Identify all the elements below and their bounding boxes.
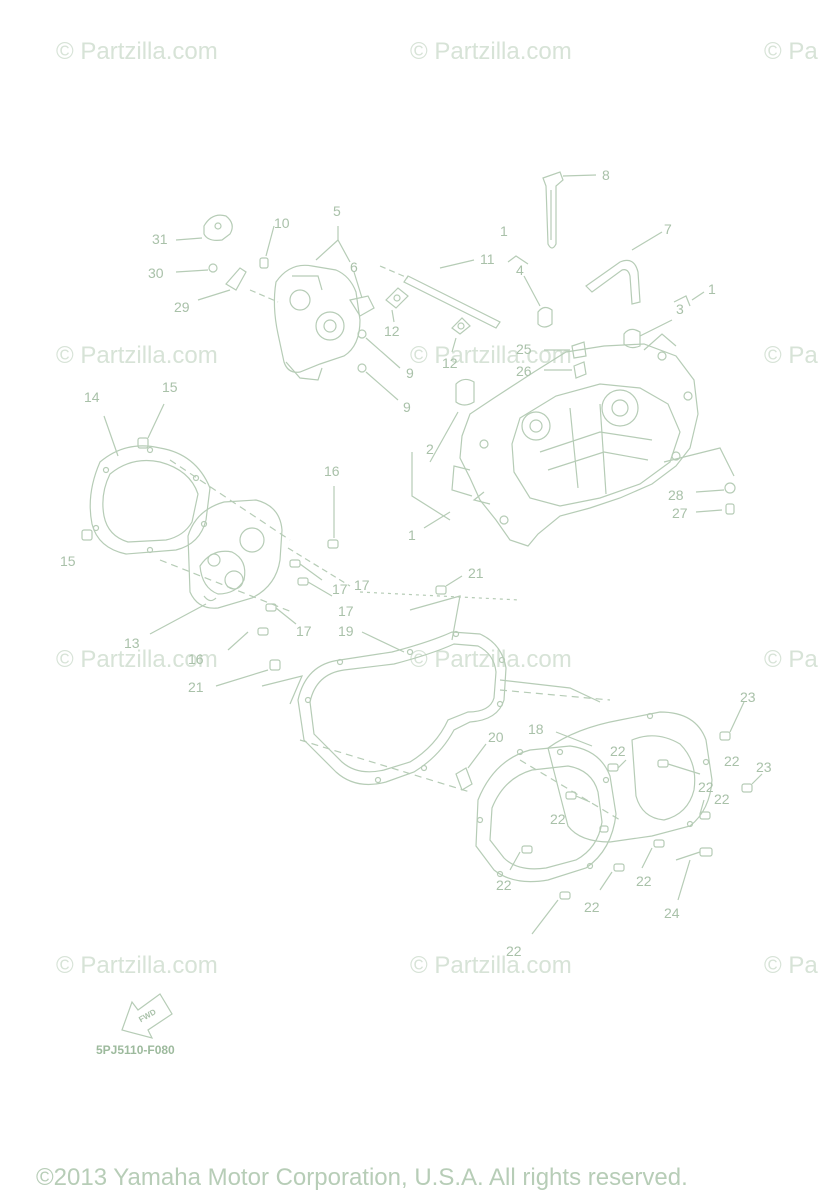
callout: 22 (714, 791, 730, 807)
bracket-1 (411, 452, 451, 521)
callout: 22 (698, 779, 714, 795)
part-dowel-15 (81, 403, 165, 541)
callout: 26 (516, 363, 532, 379)
bracket-21 (409, 595, 461, 641)
callout: 22 (506, 943, 522, 959)
callout: 16 (324, 463, 340, 479)
callout: 30 (148, 265, 164, 281)
watermark: © Partzilla.com (56, 38, 218, 65)
part-bolt-10 (259, 225, 275, 269)
callout: 19 (338, 623, 354, 639)
part-gasket-14 (89, 415, 211, 555)
watermark: © Partzilla.com (56, 342, 218, 369)
callout: 13 (124, 635, 140, 651)
part-dowel-4 (507, 255, 553, 328)
callout: 4 (516, 262, 524, 278)
part-bolts-22-24 (509, 701, 763, 935)
callout: 17 (332, 581, 348, 597)
callout: 15 (162, 379, 178, 395)
part-hose-7 (585, 231, 663, 305)
fwd-arrow-icon (121, 993, 173, 1039)
callout: 7 (664, 221, 672, 237)
callout: 12 (442, 355, 458, 371)
part-oil-pump (273, 226, 375, 381)
callout: 23 (740, 689, 756, 705)
part-cover-13 (149, 499, 283, 635)
copyright-notice: ©2013 Yamaha Motor Corporation, U.S.A. A… (36, 1164, 688, 1191)
part-crankcase (451, 333, 699, 547)
part-9 (357, 329, 401, 401)
callout: 24 (664, 905, 680, 921)
watermark: © Partzilla.com (410, 38, 572, 65)
part-dowel-21 (215, 575, 521, 687)
part-gasket-19 (297, 630, 507, 785)
callout: 27 (672, 505, 688, 521)
callout: 9 (403, 399, 411, 415)
callout: 14 (84, 389, 100, 405)
callout: 22 (584, 899, 600, 915)
callout: 22 (496, 877, 512, 893)
part-31 (175, 214, 233, 241)
watermark: © Partzilla.com (56, 952, 218, 979)
callout: 21 (468, 565, 484, 581)
part-dipstick (542, 171, 597, 249)
callout: 22 (636, 873, 652, 889)
callout: 10 (274, 215, 290, 231)
callout: 8 (602, 167, 610, 183)
callout: 1 (708, 281, 716, 297)
callout: 31 (152, 231, 168, 247)
part-bushing-2 (429, 378, 475, 463)
callout: 22 (610, 743, 626, 759)
callout: 28 (668, 487, 684, 503)
callout: 23 (756, 759, 772, 775)
callout: 9 (406, 365, 414, 381)
watermark: © Partzilla.com (410, 952, 572, 979)
callout: 20 (488, 729, 504, 745)
part-inner-cover (475, 745, 617, 883)
callout: 25 (516, 341, 532, 357)
callout: 17 (354, 577, 370, 593)
fwd-label: FWD (137, 1007, 157, 1024)
bracket-21b (261, 675, 304, 705)
part-dowel-3 (623, 291, 705, 349)
diagram-code: 5PJ5110-F080 (96, 1043, 175, 1057)
part-25-26 (544, 341, 587, 379)
part-30-29 (175, 263, 279, 303)
callout: 5 (333, 203, 341, 219)
callout: 21 (188, 679, 204, 695)
callout: 16 (188, 651, 204, 667)
callout: 2 (426, 441, 434, 457)
part-28-27 (663, 447, 736, 515)
callout: 29 (174, 299, 190, 315)
part-bolts-16-17 (227, 486, 351, 651)
callout: 22 (724, 753, 740, 769)
callout: 1 (408, 527, 416, 543)
callout: 22 (550, 811, 566, 827)
callout: 12 (384, 323, 400, 339)
callout: 11 (480, 251, 495, 267)
watermark: © Pa (764, 646, 818, 673)
bracket-18 (499, 679, 601, 703)
callout-labels: 8 31 10 5 7 1 11 4 30 6 1 29 3 12 12 9 2… (60, 167, 772, 959)
watermark: © Pa (764, 952, 818, 979)
watermark: © Partzilla.com (410, 342, 572, 369)
watermark: © Partzilla.com (56, 646, 218, 673)
callout: 6 (350, 259, 358, 275)
callout: 18 (528, 721, 544, 737)
callout: 3 (676, 301, 684, 317)
watermark: © Pa (764, 342, 818, 369)
callout: 15 (60, 553, 76, 569)
part-12 (385, 287, 471, 353)
part-dowel-20 (455, 743, 487, 791)
alignment-lines (159, 459, 621, 821)
callout: 17 (338, 603, 354, 619)
part-cover-18 (547, 711, 713, 843)
callout: 17 (296, 623, 312, 639)
part-shaft-11 (379, 259, 501, 329)
watermark: © Pa (764, 38, 818, 65)
callout: 1 (500, 223, 508, 239)
